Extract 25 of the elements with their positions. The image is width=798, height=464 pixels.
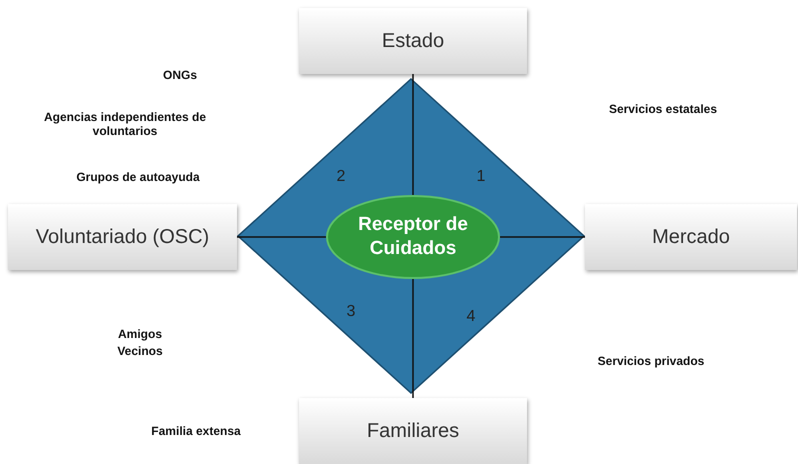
note-text: Servicios estatales: [608, 102, 718, 116]
ellipse-label: Receptor de Cuidados: [357, 213, 469, 261]
note-text: Vecinos: [117, 344, 163, 358]
quadrant-number: 4: [466, 308, 476, 326]
connector-line: [412, 74, 414, 195]
box-label: Estado: [382, 30, 444, 52]
box-label: Mercado: [652, 226, 730, 248]
sector-box: [8, 204, 237, 270]
sector-box: [299, 398, 527, 464]
quadrant-number: 3: [346, 303, 356, 321]
quadrant-number: 2: [336, 168, 346, 186]
sector-box: [299, 8, 527, 74]
note-text: Grupos de autoayuda: [76, 170, 200, 184]
note-text: Familia extensa: [151, 424, 241, 438]
note-text: Amigos: [118, 327, 162, 341]
note-text: ONGs: [163, 68, 197, 82]
note-text: Agencias independientes de voluntarios: [42, 110, 208, 138]
box-label: Familiares: [366, 420, 460, 442]
connector-line: [237, 236, 326, 238]
connector-line: [500, 236, 585, 238]
note-text: Servicios privados: [598, 354, 704, 368]
connector-line: [412, 279, 414, 398]
quadrant-number: 1: [476, 168, 486, 186]
sector-box: [585, 204, 797, 270]
box-label: Voluntariado (OSC): [36, 226, 210, 248]
